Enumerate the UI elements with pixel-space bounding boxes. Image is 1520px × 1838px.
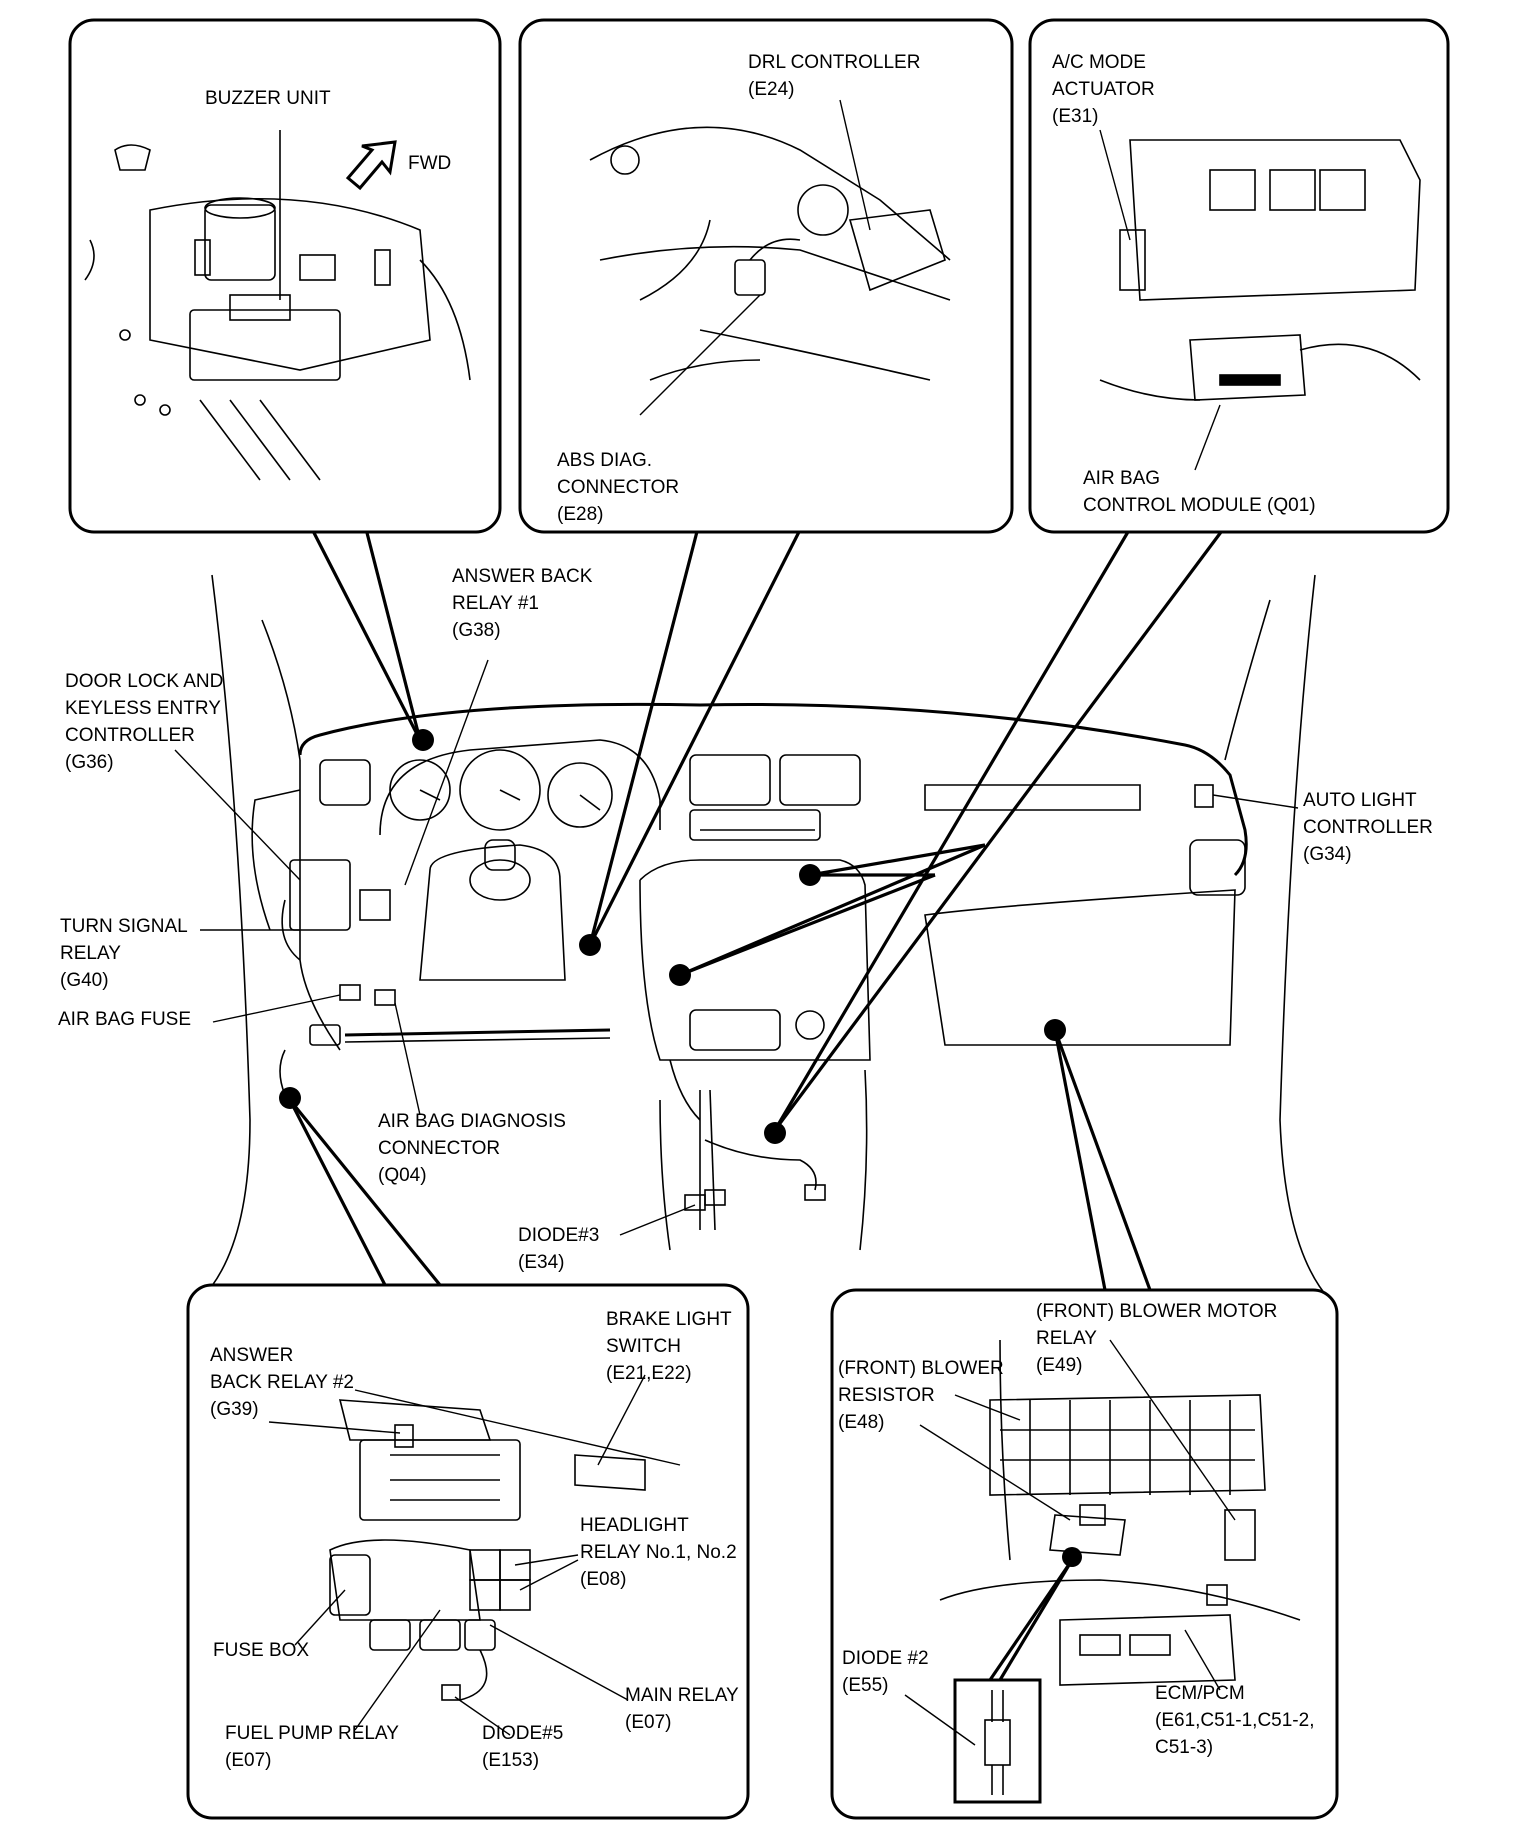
auto-light-controller-label: AUTO LIGHT CONTROLLER (G34)	[1303, 790, 1433, 865]
air-bag-control-module-label: AIR BAG CONTROL MODULE (Q01)	[1083, 468, 1316, 516]
ecm-pcm-label: ECM/PCM (E61,C51-1,C51-2, C51-3)	[1155, 1683, 1315, 1758]
location-markers	[279, 729, 1066, 1144]
panel-buzzer-unit	[68, 18, 502, 534]
diode-2-label: DIODE #2 (E55)	[842, 1648, 929, 1696]
panel-fuse-relays	[186, 1283, 750, 1820]
air-bag-fuse-label: AIR BAG FUSE	[58, 1009, 192, 1030]
fwd-label: FWD	[408, 153, 452, 174]
fuse-box-label: FUSE BOX	[213, 1640, 310, 1661]
panel-ac-airbag	[1028, 18, 1450, 534]
answer-back-relay-1-label: ANSWER BACK RELAY #1 (G38)	[452, 566, 593, 641]
diode-5-label: DIODE#5 (E153)	[482, 1723, 564, 1771]
location-dot-icon	[799, 864, 821, 886]
location-dot-icon	[669, 964, 691, 986]
air-bag-diagnosis-connector-label: AIR BAG DIAGNOSIS CONNECTOR (Q04)	[378, 1111, 566, 1186]
fuel-pump-relay-label: FUEL PUMP RELAY (E07)	[225, 1723, 399, 1771]
location-dot-icon	[1044, 1019, 1066, 1041]
main-relay-label: MAIN RELAY (E07)	[625, 1685, 739, 1733]
blower-resistor-label: (FRONT) BLOWER RESISTOR (E48)	[838, 1358, 1004, 1433]
blower-motor-relay-label: (FRONT) BLOWER MOTOR RELAY (E49)	[1036, 1301, 1278, 1376]
location-dot-icon	[279, 1087, 301, 1109]
location-dot-icon	[412, 729, 434, 751]
buzzer-unit-label: BUZZER UNIT	[205, 88, 331, 109]
door-lock-controller-label: DOOR LOCK AND KEYLESS ENTRY CONTROLLER (…	[65, 671, 224, 773]
fwd-arrow-icon	[345, 140, 397, 191]
location-dot-icon	[579, 934, 601, 956]
callout-lines	[288, 519, 1232, 1291]
abs-diag-connector-label: ABS DIAG. CONNECTOR (E28)	[557, 450, 680, 525]
panel-blower-ecm	[830, 1288, 1339, 1820]
answer-back-relay-2-label: ANSWER BACK RELAY #2 (G39)	[210, 1345, 354, 1420]
panel-drl-abs	[518, 18, 1014, 534]
turn-signal-relay-label: TURN SIGNAL RELAY (G40)	[60, 916, 188, 991]
dashboard-drawing	[199, 574, 1331, 1301]
brake-light-switch-label: BRAKE LIGHT SWITCH (E21,E22)	[606, 1309, 732, 1384]
location-dot-icon	[764, 1122, 786, 1144]
diode-3-label: DIODE#3 (E34)	[518, 1225, 600, 1273]
headlight-relay-label: HEADLIGHT RELAY No.1, No.2 (E08)	[580, 1515, 737, 1590]
drl-controller-label: DRL CONTROLLER (E24)	[748, 52, 921, 100]
ac-mode-actuator-label: A/C MODE ACTUATOR (E31)	[1052, 52, 1155, 127]
location-dot-icon	[1062, 1547, 1082, 1567]
main-leaders	[174, 659, 1299, 1236]
